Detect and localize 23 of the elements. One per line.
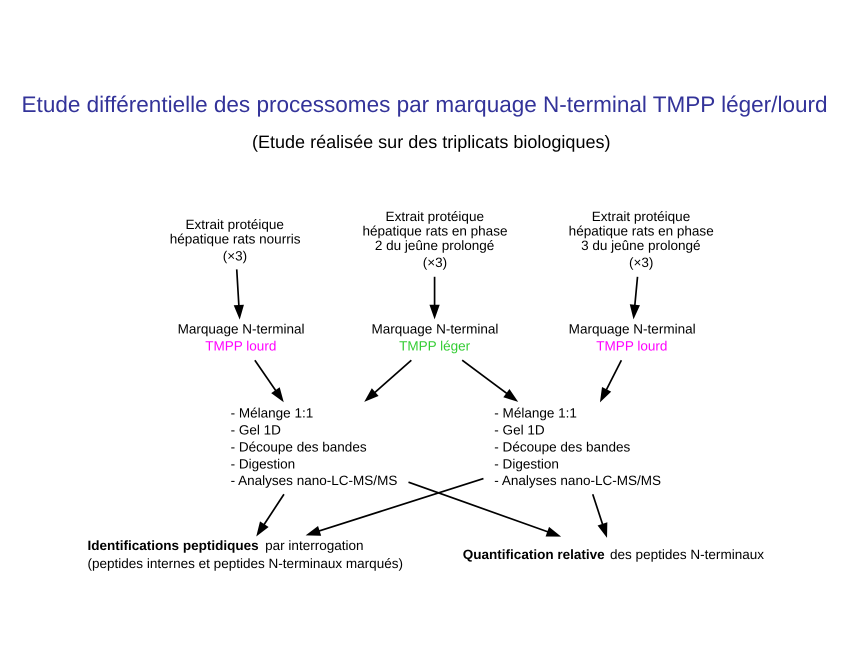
node-text: - Mélange 1:1 - Gel 1D - Découpe des bandes - Digestion - Analyses nano-LC-MS/MS	[230, 405, 398, 488]
arrow	[306, 477, 484, 536]
node-text: Identifications peptidiques par interrogation (peptides internes et peptides N-terminaux marqués)	[87, 537, 403, 571]
arrow	[364, 359, 412, 402]
diagram-title: Etude différentielle des processomes par marquage N-terminal TMPP léger/lourd	[22, 92, 828, 117]
node-text: Extrait protéique hépatique rats en phase 3 du jeûne prolongé (×3)	[568, 208, 714, 270]
arrow	[254, 359, 284, 402]
node-text: Marquage N-terminal TMPP léger	[371, 321, 498, 354]
node-text: - Mélange 1:1 - Gel 1D - Découpe des bandes - Digestion - Analyses nano-LC-MS/MS	[494, 405, 662, 488]
arrow	[234, 268, 244, 320]
label: (Etude réalisée sur des triplicats biologiques)	[252, 131, 611, 152]
arrow	[462, 359, 518, 402]
arrow	[429, 276, 440, 319]
arrow	[630, 276, 640, 319]
arrow	[256, 493, 285, 536]
arrow	[592, 493, 608, 538]
node-text: Marquage N-terminal TMPP lourd	[178, 321, 305, 354]
node-text: Quantification relative des peptides N-terminaux	[462, 546, 764, 562]
node-text: Extrait protéique hépatique rats en phase 2 du jeûne prolongé (×3)	[362, 208, 508, 270]
node-text: Extrait protéique hépatique rats nourris (×3)	[170, 216, 300, 263]
arrow	[600, 359, 622, 402]
arrow	[408, 480, 562, 536]
node-text: Marquage N-terminal TMPP lourd	[568, 321, 696, 354]
